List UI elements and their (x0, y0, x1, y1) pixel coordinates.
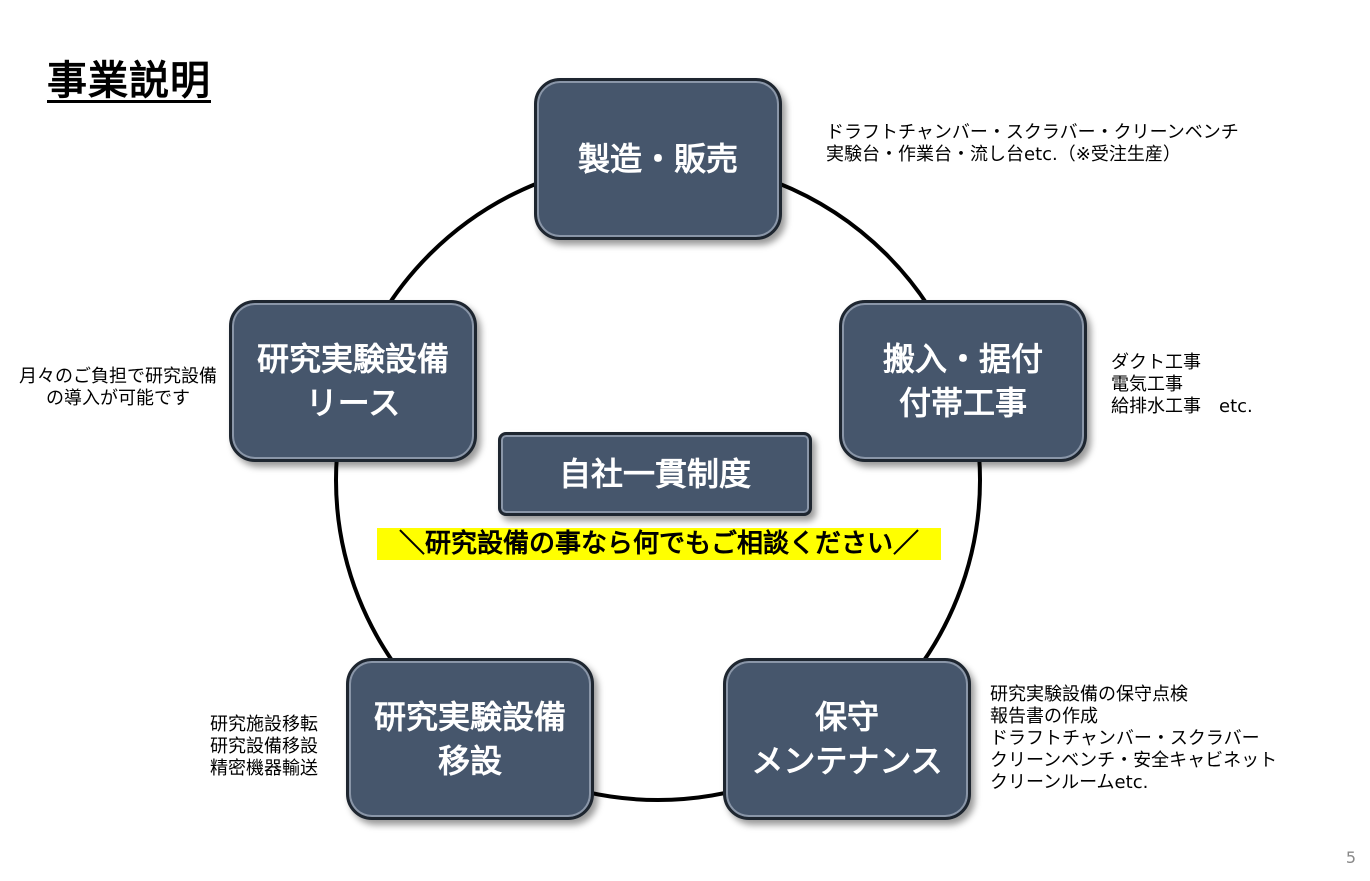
maintenance-note-line: 研究実験設備の保守点検 (990, 684, 1188, 705)
maintenance-box: 保守 メンテナンス (723, 658, 971, 820)
relocation-note-line: 研究施設移転 (210, 714, 318, 735)
maintenance-note-line: ドラフトチャンバー・スクラバー (990, 728, 1260, 749)
center-box: 自社一貫制度 (498, 432, 812, 516)
install-box: 搬入・据付 付帯工事 (839, 300, 1087, 462)
manufacture-note: ドラフトチャンバー・スクラバー・クリーンベンチ 実験台・作業台・流し台etc.（… (826, 122, 1239, 166)
relocation-label-line2: 移設 (437, 742, 502, 780)
lease-note-line: 月々のご負担で研究設備 (19, 366, 217, 387)
relocation-box: 研究実験設備 移設 (346, 658, 594, 820)
relocation-label-line1: 研究実験設備 (373, 697, 566, 736)
maintenance-note-line: クリーンベンチ・安全キャビネット (990, 750, 1278, 771)
lease-label-line1: 研究実験設備 (256, 339, 449, 378)
manufacture-note-line: 実験台・作業台・流し台etc.（※受注生産） (826, 144, 1181, 165)
install-label-line2: 付帯工事 (898, 384, 1027, 422)
install-note-line: 電気工事 (1111, 374, 1183, 395)
manufacture-note-line: ドラフトチャンバー・スクラバー・クリーンベンチ (826, 122, 1239, 143)
install-label-line1: 搬入・据付 (882, 339, 1043, 378)
lease-box: 研究実験設備 リース (229, 300, 477, 462)
install-note: ダクト工事 電気工事 給排水工事 etc. (1111, 352, 1253, 418)
page-title: 事業説明 (47, 58, 211, 104)
relocation-note: 研究施設移転 研究設備移設 精密機器輸送 (170, 714, 318, 780)
relocation-note-line: 研究設備移設 (210, 736, 318, 757)
maintenance-note-line: クリーンルームetc. (990, 772, 1149, 793)
maintenance-label-line1: 保守 (814, 697, 879, 736)
install-note-line: 給排水工事 etc. (1111, 396, 1253, 417)
install-note-line: ダクト工事 (1111, 352, 1201, 373)
lease-note-line: の導入が可能です (46, 388, 190, 409)
maintenance-label-line2: メンテナンス (751, 742, 943, 780)
lease-note: 月々のご負担で研究設備 の導入が可能です (4, 366, 232, 410)
relocation-note-line: 精密機器輸送 (210, 758, 318, 779)
page-number: 5 (1345, 848, 1356, 867)
manufacture-sales-box: 製造・販売 (534, 78, 782, 240)
lease-label-line2: リース (305, 384, 401, 422)
maintenance-note-line: 報告書の作成 (990, 706, 1098, 727)
center-label: 自社一貫制度 (558, 454, 751, 493)
maintenance-note: 研究実験設備の保守点検 報告書の作成 ドラフトチャンバー・スクラバー クリーンベ… (990, 684, 1277, 794)
consultation-banner: ＼研究設備の事なら何でもご相談ください／ (377, 528, 941, 560)
manufacture-label: 製造・販売 (577, 139, 738, 178)
